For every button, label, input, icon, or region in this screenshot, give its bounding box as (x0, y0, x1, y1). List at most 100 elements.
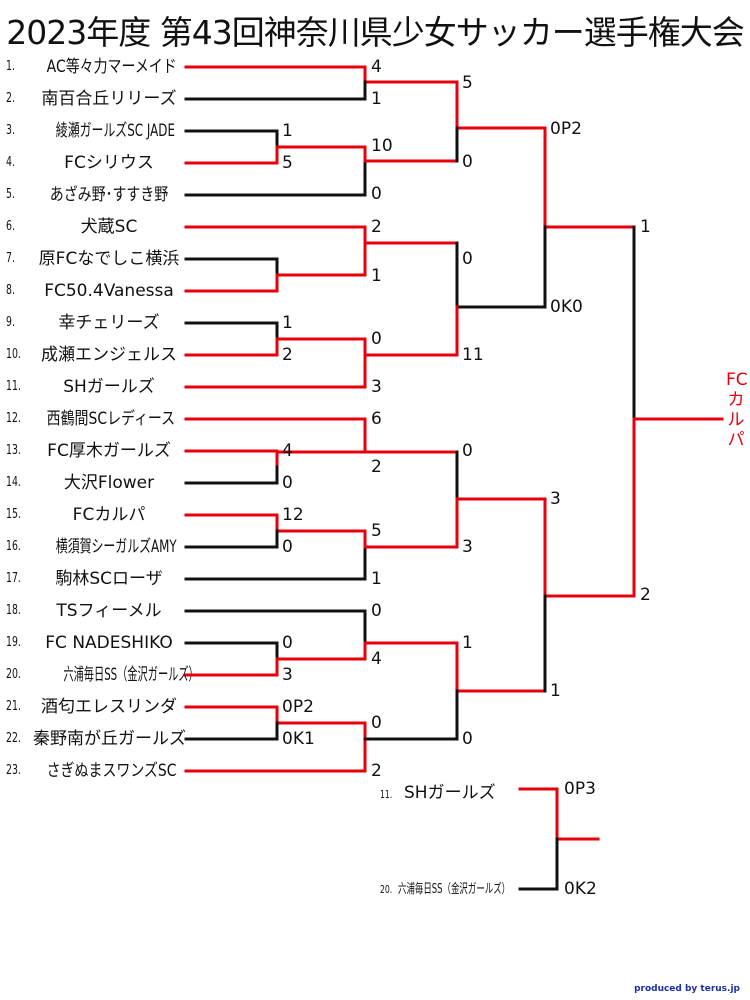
team-number: 7. (6, 251, 15, 266)
score: 4 (282, 441, 293, 461)
team-name: 六浦毎日SS（金沢ガールズ） (398, 882, 511, 897)
score: 10 (371, 136, 393, 156)
score: 2 (371, 217, 382, 237)
score: 12 (282, 505, 304, 525)
team-number: 9. (6, 315, 15, 330)
team-entry: 4. FCシリウス (6, 150, 186, 178)
team-entry: 19.FC NADESHIKO (6, 630, 186, 658)
score: 1 (462, 633, 473, 653)
team-number: 23. (6, 763, 21, 778)
team-number: 13. (6, 443, 21, 458)
score: 6 (371, 409, 382, 429)
bracket-line (184, 721, 279, 741)
team-name: SHガールズ (63, 377, 155, 397)
team-number: 3. (6, 123, 15, 138)
bracket-line (184, 545, 367, 581)
team-name: 酒匂エレスリンダ (41, 697, 177, 717)
score: 0K1 (282, 729, 315, 749)
team-number: 8. (6, 283, 15, 298)
page-title: 2023年度 第43回神奈川県少女サッカー選手権大会 (6, 13, 744, 52)
team-entry: 3.綾瀬ガールズSC JADE (6, 118, 186, 146)
score: 1 (371, 266, 382, 286)
team-name: さぎぬまスワンズSC (46, 761, 177, 781)
score: 2 (282, 345, 293, 365)
score: 1 (550, 681, 561, 701)
team-number: 18. (6, 603, 21, 618)
team-entry: 9.幸チェリーズ (6, 310, 186, 338)
score: 1 (282, 121, 293, 141)
score: 11 (462, 345, 484, 365)
team-name: FCシリウス (64, 153, 154, 173)
team-number: 4. (6, 155, 15, 170)
score: 1 (640, 217, 651, 237)
team-number: 16. (6, 539, 21, 554)
score: 2 (371, 457, 382, 477)
team-number: 10. (6, 347, 21, 362)
team-number: 6. (6, 219, 15, 234)
team-name: 秦野南が丘ガールズ (33, 729, 186, 749)
score: 3 (550, 489, 561, 509)
bracket-line (184, 641, 279, 661)
bracket-line (184, 417, 459, 454)
bracket-line (184, 529, 279, 549)
score: 3 (371, 377, 382, 397)
score: 5 (462, 73, 473, 93)
bracket-line (184, 80, 367, 101)
score: 0 (462, 152, 473, 172)
bracket-line (184, 609, 367, 645)
team-entry: 22.秦野南が丘ガールズ (6, 726, 186, 754)
team-number: 2. (6, 91, 15, 106)
team-entry: 2. 南百合丘リリーズ (6, 86, 186, 114)
score: 0 (371, 713, 382, 733)
team-entry: 23. さぎぬまスワンズSC (6, 758, 186, 786)
score: 0 (462, 441, 473, 461)
bracket-line (518, 787, 600, 841)
team-entry: 1.AC等々力マーメイド (6, 54, 186, 82)
score: 0 (371, 184, 382, 204)
score: 2 (640, 585, 651, 605)
team-number: 20. (6, 667, 21, 682)
bracket-line (543, 126, 636, 229)
bracket-line (184, 321, 279, 341)
team-entry: 15.FCカルパ (6, 502, 186, 530)
score: 0P2 (282, 697, 314, 717)
team-number: 12. (6, 411, 21, 426)
score: 0 (282, 633, 293, 653)
team-name: FC厚木ガールズ (47, 441, 171, 461)
score: 0 (462, 249, 473, 269)
team-number: 20. (380, 883, 393, 896)
score: 1 (371, 89, 382, 109)
score: 0P3 (564, 779, 596, 799)
bracket-line (184, 257, 279, 277)
score: 0K0 (550, 297, 583, 317)
team-entry: 13. FC厚木ガールズ (6, 438, 186, 466)
team-number: 1. (6, 59, 15, 74)
team-entry: 18. TSフィーメル (6, 598, 186, 626)
team-entry: 12. 西鶴間SCレディース (6, 406, 186, 434)
bracket-line (184, 145, 367, 165)
bracket-line (184, 159, 367, 197)
team-number: 11. (6, 379, 21, 394)
score: 5 (371, 521, 382, 541)
team-name: あざみ野･すすき野 (49, 185, 169, 205)
team-name: 成瀬エンジェルス (41, 345, 177, 365)
team-name: TSフィーメル (56, 601, 162, 621)
team-entry: 8.FC50.4Vanessa (6, 278, 186, 306)
bracket-line (184, 449, 279, 469)
team-name: 原FCなでしこ横浜 (38, 249, 180, 269)
team-name: 犬蔵SC (80, 217, 138, 237)
team-name: 南百合丘リリーズ (41, 89, 177, 109)
score: 0 (282, 473, 293, 493)
team-name: 横須賀シーガルズAMY (55, 537, 177, 557)
team-name: 西鶴間SCレディース (46, 409, 176, 429)
score: 0 (282, 537, 293, 557)
team-number: 15. (6, 507, 21, 522)
team-entry: 5.あざみ野･すすき野 (6, 182, 186, 210)
bracket-line (184, 465, 279, 485)
score: 1 (282, 313, 293, 333)
bracket-line (184, 65, 459, 84)
bracket-line (518, 837, 559, 891)
team-entry: 6. 犬蔵SC (6, 214, 186, 242)
team-entry: 7. 原FCなでしこ横浜 (6, 246, 186, 274)
bracket-line (184, 241, 367, 293)
